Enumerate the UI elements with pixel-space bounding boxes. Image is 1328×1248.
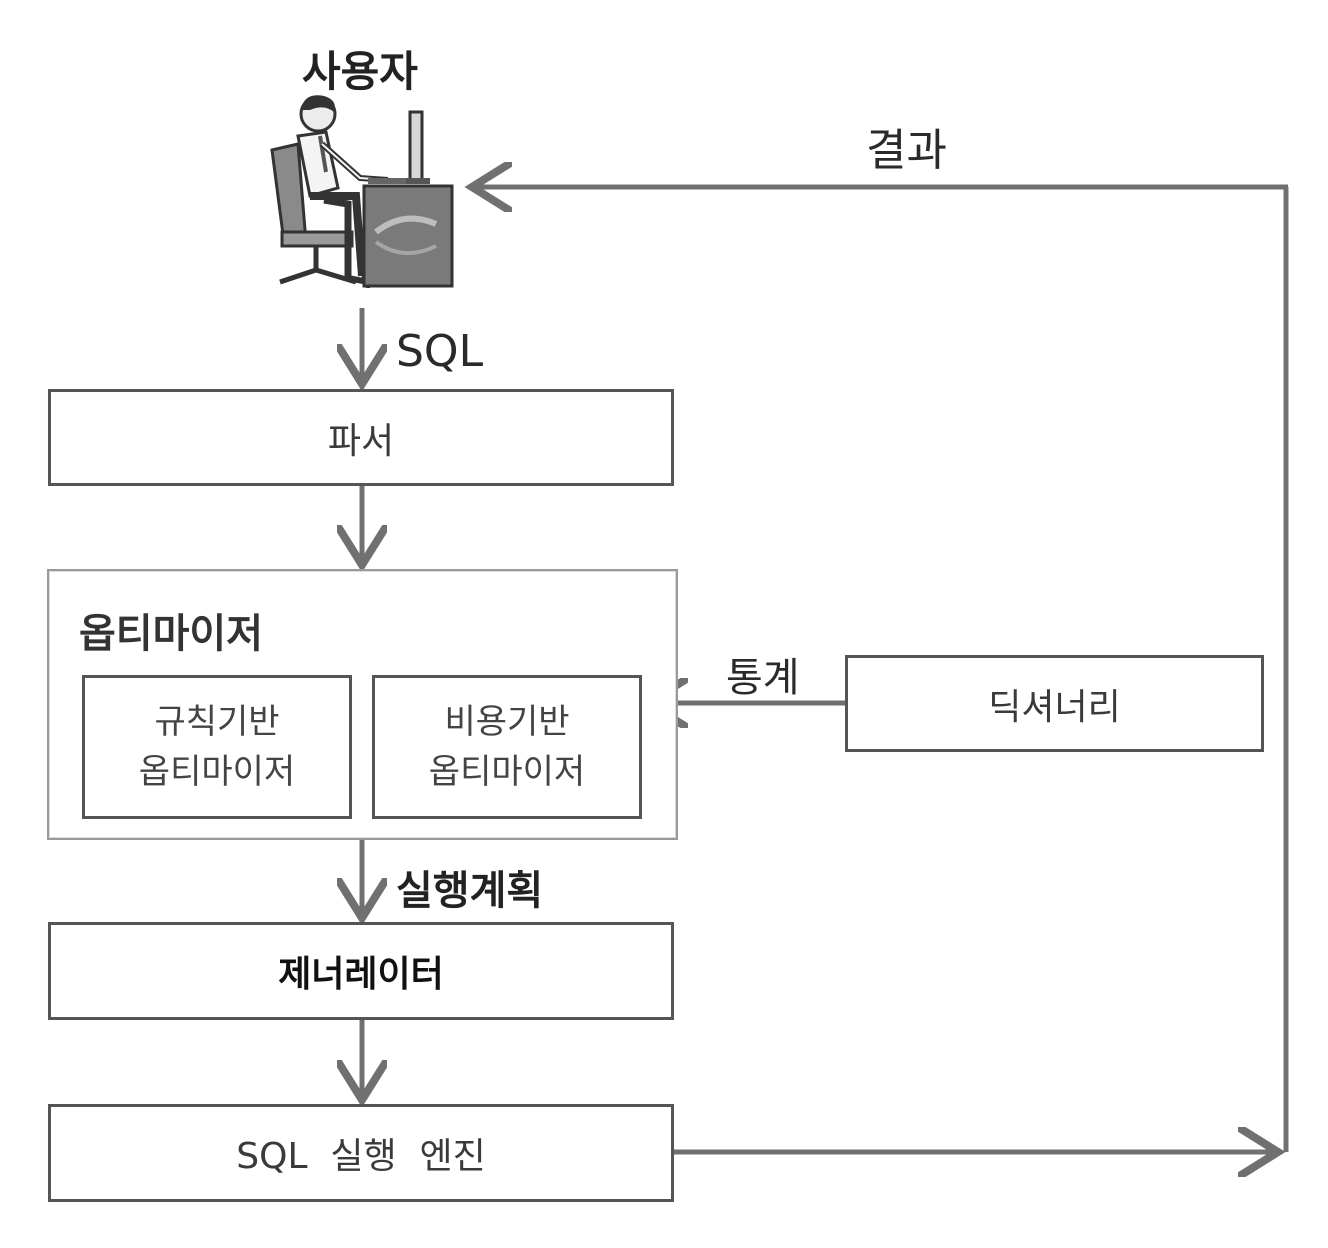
dictionary-box: 딕셔너리 [845, 655, 1264, 752]
optimizer-group: 옵티마이저 규칙기반 옵티마이저 비용기반 옵티마이저 [47, 569, 678, 840]
edge-label-sql: SQL [396, 326, 484, 377]
cost-based-line1: 비용기반 [444, 702, 570, 742]
edge-label-stats: 통계 [726, 655, 800, 701]
sql-engine-box: SQL 실행 엔진 [48, 1104, 674, 1202]
person-at-computer-icon [270, 95, 454, 288]
generator-box: 제너레이터 [48, 922, 674, 1020]
cost-based-line2: 옵티마이저 [428, 752, 586, 792]
optimizer-title: 옵티마이저 [79, 611, 263, 657]
rule-based-line2: 옵티마이저 [138, 752, 296, 792]
rule-based-optimizer-box: 규칙기반 옵티마이저 [82, 675, 352, 819]
dictionary-label: 딕셔너리 [988, 686, 1121, 728]
sql-engine-label: SQL 실행 엔진 [236, 1136, 486, 1177]
rule-based-line1: 규칙기반 [154, 702, 280, 742]
parser-box: 파서 [48, 389, 674, 486]
edge-label-result: 결과 [866, 125, 947, 176]
user-label: 사용자 [302, 47, 418, 96]
edge-label-exec-plan: 실행계획 [396, 868, 544, 914]
generator-label: 제너레이터 [278, 954, 444, 995]
cost-based-optimizer-box: 비용기반 옵티마이저 [372, 675, 642, 819]
parser-label: 파서 [327, 420, 395, 462]
